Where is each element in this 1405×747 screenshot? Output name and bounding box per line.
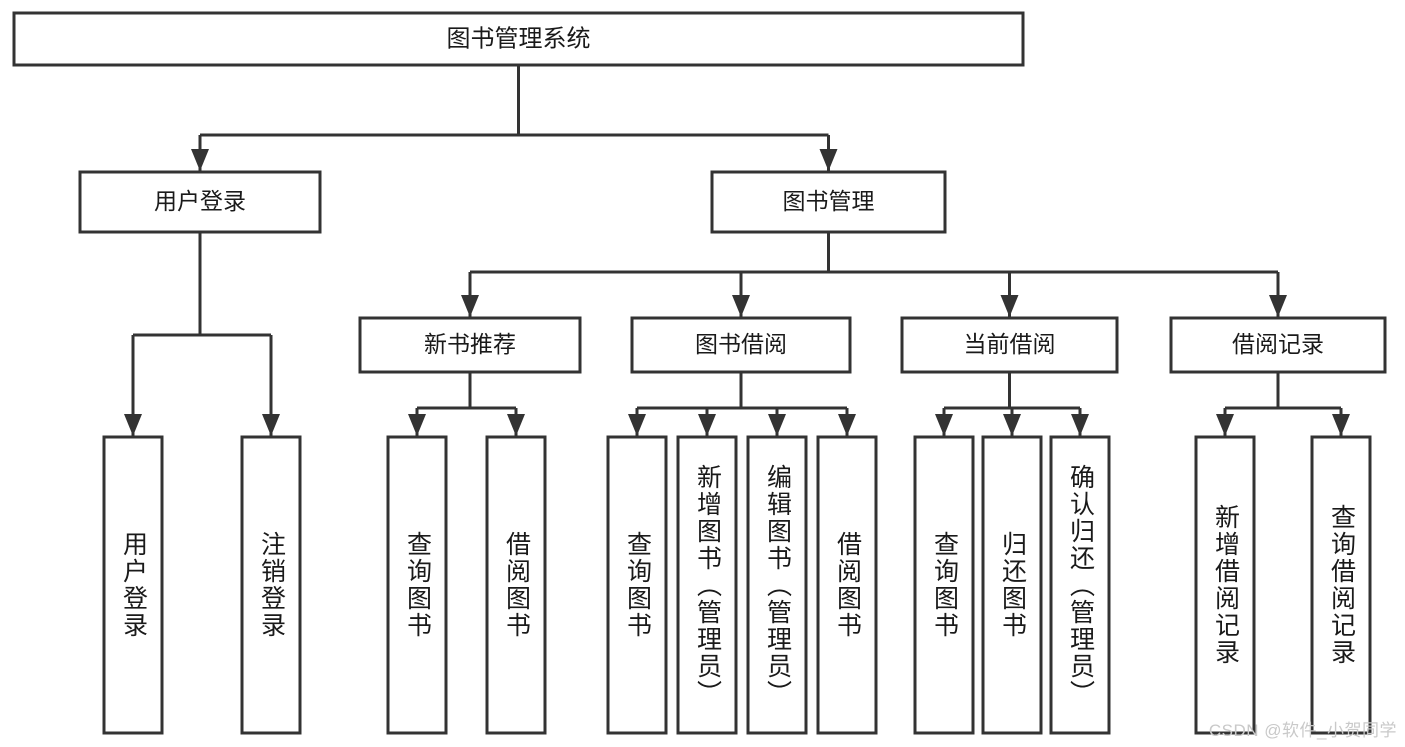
- leaf-box-查询图书-8[interactable]: [913, 435, 975, 735]
- arrow-head-icon-leaf: [1332, 414, 1350, 436]
- arrow-head-icon-当前借阅: [1000, 295, 1019, 317]
- node-label-借阅记录: 借阅记录: [1232, 331, 1324, 357]
- arrow-head-icon-新书推荐: [461, 295, 479, 317]
- arrow-head-icon-leaf: [1216, 414, 1234, 436]
- box-layer: [12, 11, 1387, 735]
- leaf-box-借阅图书-3[interactable]: [485, 435, 547, 735]
- csdn-watermark: CSDN @软件_小贺同学: [1208, 721, 1397, 740]
- arrow-head-icon-图书管理: [819, 149, 838, 171]
- node-label-新书推荐: 新书推荐: [424, 331, 516, 357]
- arrow-head-icon-leaf: [628, 414, 646, 436]
- arrow-head-icon-借阅记录: [1269, 295, 1287, 317]
- arrow-head-icon-leaf: [262, 414, 280, 436]
- node-box-用户登录[interactable]: [78, 170, 322, 234]
- node-label-用户登录: 用户登录: [154, 188, 246, 214]
- leaf-box-新增借阅记录-11[interactable]: [1194, 435, 1256, 735]
- arrow-head-icon-leaf: [768, 414, 786, 436]
- node-box-root[interactable]: [12, 11, 1025, 67]
- arrow-head-icon-用户登录: [191, 149, 209, 171]
- leaf-box-查询借阅记录-12[interactable]: [1310, 435, 1372, 735]
- leaf-box-查询图书-4[interactable]: [606, 435, 668, 735]
- connector-layer: [124, 65, 1350, 436]
- node-box-借阅记录[interactable]: [1169, 316, 1387, 374]
- node-box-图书借阅[interactable]: [630, 316, 852, 374]
- arrow-head-icon-leaf: [1071, 414, 1089, 436]
- arrow-head-icon-leaf: [698, 414, 716, 436]
- leaf-box-新增图书管理员-5[interactable]: [676, 435, 738, 735]
- leaf-box-借阅图书-7[interactable]: [816, 435, 878, 735]
- node-label-图书借阅: 图书借阅: [695, 331, 787, 357]
- leaf-box-用户登录-0[interactable]: [102, 435, 164, 735]
- node-box-图书管理[interactable]: [710, 170, 947, 234]
- arrow-head-icon-leaf: [408, 414, 426, 436]
- node-label-图书管理: 图书管理: [783, 188, 875, 214]
- leaf-box-归还图书-9[interactable]: [981, 435, 1043, 735]
- node-box-当前借阅[interactable]: [900, 316, 1119, 374]
- arrow-head-icon-leaf: [838, 414, 856, 436]
- leaf-box-确认归还管理员-10[interactable]: [1049, 435, 1111, 735]
- node-box-新书推荐[interactable]: [358, 316, 582, 374]
- leaf-box-注销登录-1[interactable]: [240, 435, 302, 735]
- leaf-box-查询图书-2[interactable]: [386, 435, 448, 735]
- node-label-当前借阅: 当前借阅: [964, 331, 1056, 357]
- arrow-head-icon-leaf: [1003, 414, 1021, 436]
- leaf-box-编辑图书管理员-6[interactable]: [746, 435, 808, 735]
- node-label-root: 图书管理系统: [447, 25, 591, 52]
- arrow-head-icon-leaf: [124, 414, 142, 436]
- arrow-head-icon-leaf: [507, 414, 525, 436]
- arrow-head-icon-leaf: [935, 414, 953, 436]
- arrow-head-icon-图书借阅: [732, 295, 750, 317]
